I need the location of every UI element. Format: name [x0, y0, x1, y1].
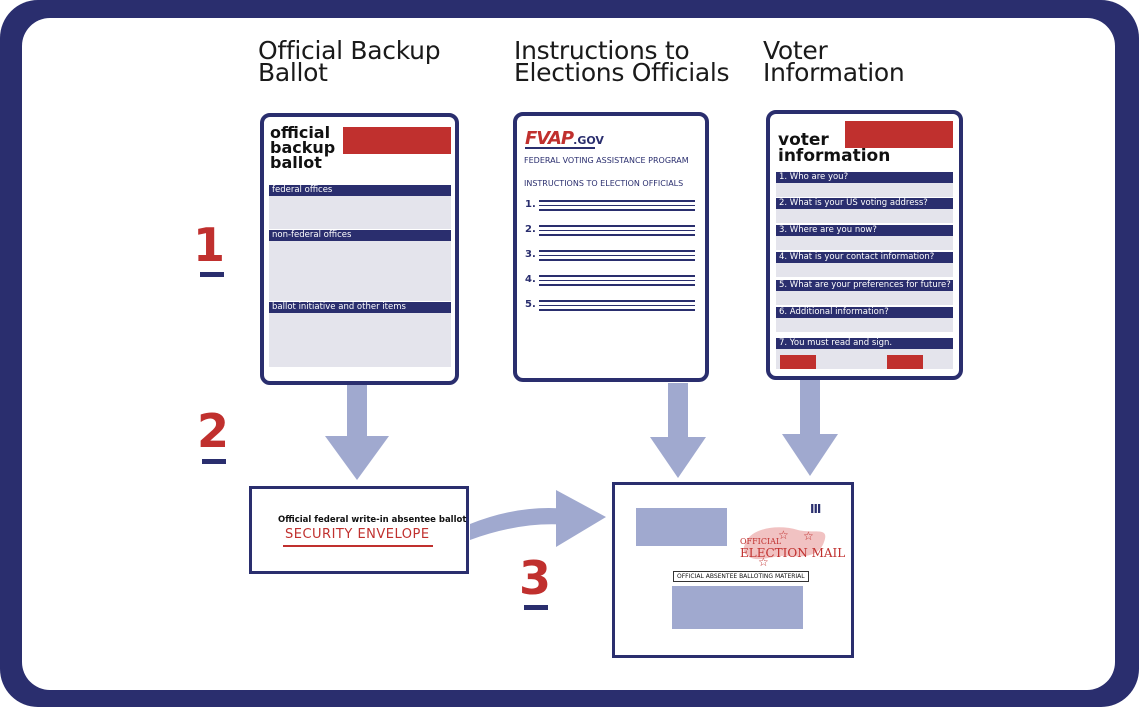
ballot-title-line-2: Ballot [258, 58, 328, 87]
return-address-block [636, 508, 727, 546]
fvap-logo-main: FVAP [525, 128, 574, 149]
step-two-underline [202, 459, 226, 464]
instruction-item-number: 5. [525, 299, 536, 310]
voter-red-block [845, 121, 953, 148]
ballot-red-block [343, 127, 451, 154]
voter-column-title: Voter Information [763, 36, 905, 87]
voter-title-line-1: Voter [763, 36, 828, 65]
ballot-section-bar: non-federal offices [269, 230, 451, 241]
instructions-title-line-2: Elections Officials [514, 58, 730, 87]
instruction-item-number: 2. [525, 224, 536, 235]
mailing-address-block [672, 586, 803, 629]
ballot-arrow-shaft [347, 385, 367, 437]
instructions-heading: INSTRUCTIONS TO ELECTION OFFICIALS [524, 179, 684, 188]
voter-heading-line-1: voter [778, 130, 829, 150]
signature-red-block [780, 355, 816, 369]
ballot-heading: official backup ballot [270, 123, 336, 172]
star-icon: ☆ [758, 555, 769, 569]
security-envelope-underline [283, 545, 433, 547]
voter-question-bar: 1. Who are you? [776, 172, 953, 183]
fvap-logo: FVAP.GOV [525, 128, 604, 149]
mailing-envelope: III OFFICIAL ELECTION MAIL ☆ ☆ ☆ OFFICIA… [612, 482, 854, 658]
curved-arrow-head [556, 490, 606, 547]
instruction-item-lines [539, 250, 695, 264]
instructions-arrow-head [650, 437, 706, 478]
instruction-item-lines [539, 225, 695, 239]
voter-information-document: voter information 1. Who are you? 2. Wha… [766, 110, 963, 380]
security-envelope-title: SECURITY ENVELOPE [285, 527, 430, 542]
voter-answer-area [776, 236, 953, 250]
curved-arrow-shaft [470, 508, 568, 540]
voter-question-bar: 4. What is your contact information? [776, 252, 953, 263]
voter-title-line-2: Information [763, 58, 905, 87]
ballot-section-bar: ballot initiative and other items [269, 302, 451, 313]
voter-answer-area [776, 209, 953, 223]
stamp-background [743, 527, 826, 560]
instruction-item-number: 1. [525, 199, 536, 210]
logo-underline [525, 147, 595, 149]
ballot-heading-line-3: ballot [270, 153, 322, 172]
ballot-section-area [269, 313, 451, 367]
voter-question-bar: 7. You must read and sign. [776, 338, 953, 349]
ballot-section-area [269, 241, 451, 301]
step-three-number: 3 [519, 551, 552, 605]
ballot-column-title: Official Backup Ballot [258, 36, 441, 87]
voter-arrow-head [782, 434, 838, 476]
voter-answer-area [776, 183, 953, 197]
step-three-underline [524, 605, 548, 610]
ballot-section-bar: federal offices [269, 185, 451, 196]
voter-answer-area [776, 318, 953, 332]
date-red-block [887, 355, 923, 369]
instructions-document: FVAP.GOV FEDERAL VOTING ASSISTANCE PROGR… [513, 112, 709, 382]
ballot-document: official backup ballot federal offices n… [260, 113, 459, 385]
ballot-section-area [269, 196, 451, 229]
security-envelope: Official federal write-in absentee ballo… [249, 486, 469, 574]
voter-question-bar: 5. What are your preferences for future? [776, 280, 953, 291]
ballot-heading-line-1: official [270, 123, 331, 142]
voter-question-bar: 2. What is your US voting address? [776, 198, 953, 209]
voter-question-bar: 6. Additional information? [776, 307, 953, 318]
program-name: FEDERAL VOTING ASSISTANCE PROGRAM [524, 156, 689, 165]
election-mail-stamp [743, 527, 826, 560]
instructions-column-title: Instructions to Elections Officials [514, 36, 730, 87]
instructions-arrow-shaft [668, 383, 688, 439]
voter-heading-line-2: information [778, 146, 891, 166]
voter-arrow-shaft [800, 380, 820, 436]
step-one-underline [200, 272, 224, 277]
voter-heading: voter information [778, 130, 891, 166]
stamp-official-label: OFFICIAL [740, 537, 782, 546]
voter-answer-area [776, 291, 953, 305]
ballot-heading-line-2: backup [270, 138, 336, 157]
step-two-number: 2 [197, 404, 230, 458]
star-icon: ☆ [803, 529, 814, 543]
instruction-item-lines [539, 200, 695, 214]
ballot-arrow-head [325, 436, 389, 480]
stamp-election-mail-label: ELECTION MAIL [740, 546, 846, 560]
instructions-title-line-1: Instructions to [514, 36, 690, 65]
voter-answer-area [776, 263, 953, 277]
voter-question-bar: 3. Where are you now? [776, 225, 953, 236]
star-icon: ☆ [778, 528, 789, 542]
ballot-title-line-1: Official Backup [258, 36, 441, 65]
instruction-item-lines [539, 300, 695, 314]
instruction-item-number: 3. [525, 249, 536, 260]
instruction-item-number: 4. [525, 274, 536, 285]
step-one-number: 1 [193, 218, 226, 272]
security-envelope-caption: Official federal write-in absentee ballo… [278, 515, 467, 525]
fvap-logo-suffix: .GOV [573, 134, 604, 147]
barcode-marks: III [810, 502, 821, 516]
instruction-item-lines [539, 275, 695, 289]
absentee-material-label: OFFICIAL ABSENTEE BALLOTING MATERIAL [673, 571, 809, 582]
